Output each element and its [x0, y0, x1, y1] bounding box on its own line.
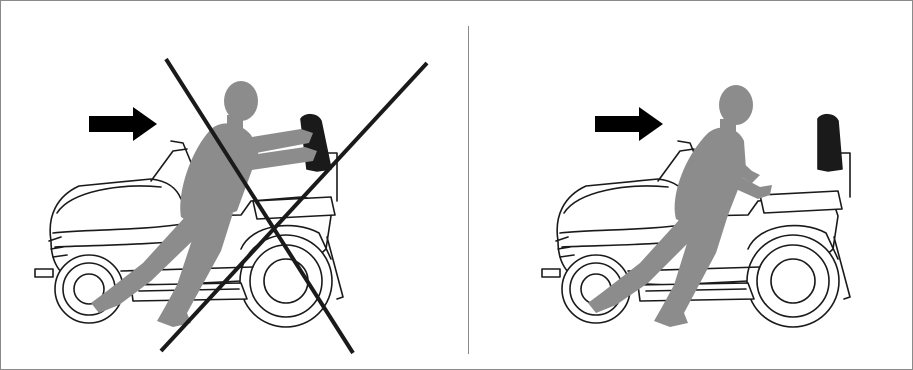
push-direction-arrow-icon [89, 107, 157, 141]
correct-illustration [458, 1, 913, 369]
incorrect-illustration [1, 1, 456, 369]
panel-incorrect [1, 1, 456, 369]
panel-correct [458, 1, 913, 369]
push-direction-arrow-icon [595, 107, 663, 141]
